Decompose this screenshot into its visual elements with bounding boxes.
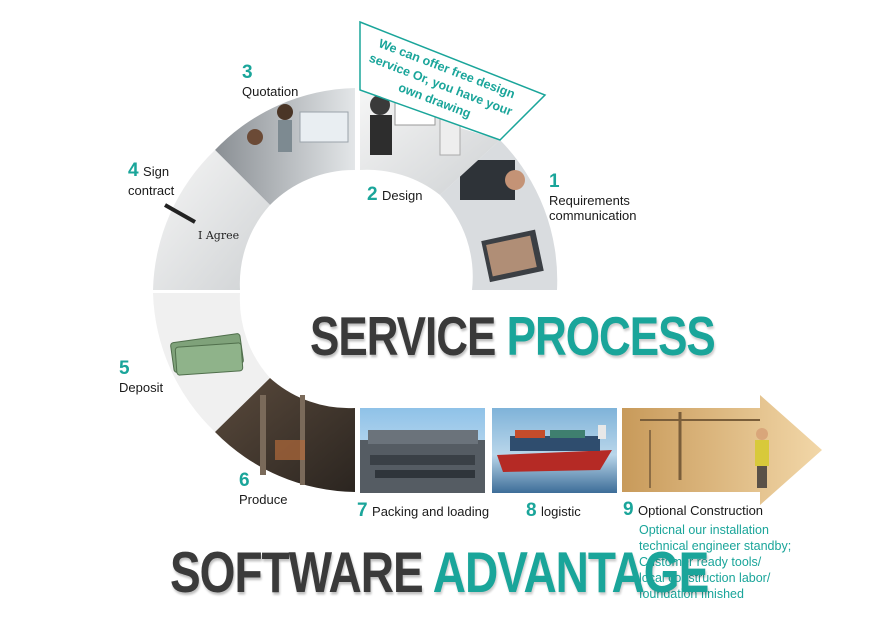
step-7-label: Packing and loading bbox=[372, 504, 490, 519]
software-advantage-title: SOFTWARE ADVANTAGE bbox=[170, 538, 710, 606]
step-1-label: Requirements communication bbox=[549, 193, 637, 223]
step-9-number: 9 bbox=[623, 499, 634, 520]
service-process-title: SERVICE PROCESS bbox=[310, 306, 716, 369]
step-1: 1 Requirements communication bbox=[549, 171, 659, 223]
step-6-label: Produce bbox=[239, 492, 288, 507]
logistic-photo bbox=[492, 408, 617, 493]
step-3-label: Quotation bbox=[242, 84, 299, 99]
step-9-note-line: local construction labor/ bbox=[639, 571, 771, 585]
segment-produce-photo bbox=[215, 378, 355, 492]
step-9-note-line: technical engineer standby; bbox=[639, 539, 792, 553]
step-1-number: 1 bbox=[549, 171, 560, 192]
step-2-label: Design bbox=[382, 188, 423, 203]
title-word-service: SERVICE bbox=[310, 306, 496, 368]
step-7-number: 7 bbox=[357, 500, 368, 521]
step-9-note: Opticnal our installation technical engi… bbox=[639, 522, 823, 602]
step-4-number: 4 bbox=[128, 160, 139, 181]
construction-arrow bbox=[622, 395, 822, 505]
step-9: 9 Optional Construction Opticnal our ins… bbox=[623, 499, 823, 602]
step-4-label: Sign contract bbox=[128, 164, 175, 198]
sign-text: I Agree bbox=[198, 229, 239, 242]
callout-frame bbox=[359, 20, 547, 141]
title-word-process: PROCESS bbox=[506, 306, 716, 368]
step-8-number: 8 bbox=[526, 500, 537, 521]
step-3: 3 Quotation bbox=[242, 62, 298, 99]
step-8-label: logistic bbox=[541, 504, 581, 519]
step-6-number: 6 bbox=[239, 470, 250, 491]
footer-word-advantage: ADVANTAGE bbox=[432, 539, 710, 605]
segment-sign-photo bbox=[153, 150, 270, 290]
step-5-number: 5 bbox=[119, 358, 130, 379]
step-3-number: 3 bbox=[242, 62, 253, 83]
step-8: 8 logistic bbox=[526, 500, 581, 522]
step-4: 4 Sign contract bbox=[128, 160, 198, 200]
step-9-label: Optional Construction bbox=[638, 503, 764, 518]
step-5: 5 Deposit bbox=[119, 358, 163, 395]
step-7: 7 Packing and loading bbox=[357, 500, 489, 522]
step-9-note-line: foundation finished bbox=[639, 587, 744, 601]
footer-word-software: SOFTWARE bbox=[170, 539, 424, 605]
step-5-label: Deposit bbox=[119, 380, 164, 395]
step-2: 2 Design bbox=[367, 184, 423, 206]
step-9-note-line: Customer ready tools/ bbox=[639, 555, 762, 569]
packing-photo bbox=[360, 408, 485, 493]
step-2-number: 2 bbox=[367, 184, 378, 205]
step-6: 6 Produce bbox=[239, 470, 287, 507]
step-9-note-line: Opticnal our installation bbox=[639, 523, 769, 537]
